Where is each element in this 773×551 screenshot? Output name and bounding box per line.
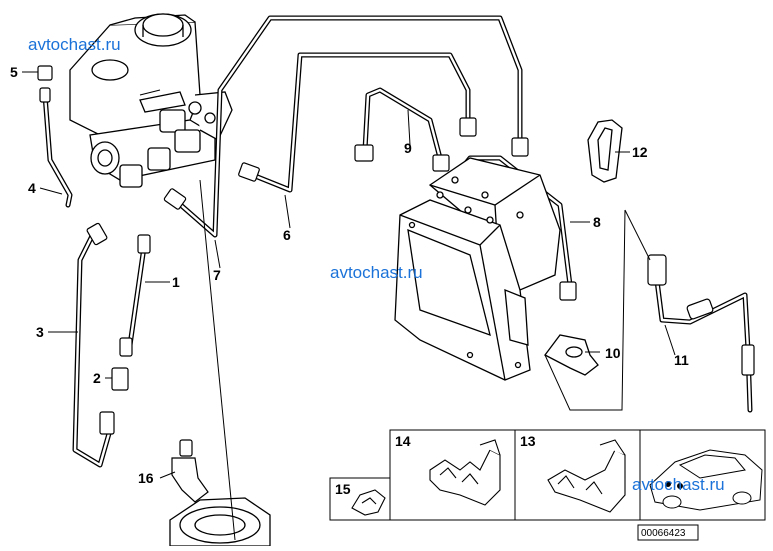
diagram-number: 00066423: [641, 528, 686, 539]
callout-3: 3: [36, 324, 44, 340]
callout-10: 10: [605, 345, 621, 361]
grommet: [587, 119, 623, 183]
master-cylinder: [69, 13, 233, 188]
panel-labels: 14 13 15 00066423: [335, 433, 686, 539]
callout-11: 11: [674, 352, 689, 368]
clip-14: [429, 439, 501, 506]
clip-13: [547, 439, 626, 513]
bracket: [544, 334, 599, 376]
flex-hose: [647, 254, 755, 413]
abs-unit: [394, 157, 561, 381]
callout-2: 2: [93, 370, 101, 386]
callouts: 5 4 1 3 2 16 6 7 9 8 12 10 11: [10, 64, 689, 486]
watermarks: avtochast.ru avtochast.ru avtochast.ru: [28, 35, 725, 494]
left-fittings: [37, 65, 209, 503]
callout-14: 14: [395, 433, 411, 449]
callout-5: 5: [10, 64, 18, 80]
clip-15: [351, 489, 386, 516]
callout-13: 13: [520, 433, 536, 449]
watermark-top: avtochast.ru: [28, 35, 121, 54]
callout-6: 6: [283, 227, 291, 243]
watermark-bottom: avtochast.ru: [632, 475, 725, 494]
callout-8: 8: [593, 214, 601, 230]
watermark-middle: avtochast.ru: [330, 263, 423, 282]
leader-lines: [22, 71, 676, 541]
master-cylinder-text: [139, 89, 161, 96]
car-silhouette: [649, 449, 763, 511]
left-hoses-inner: [43, 93, 147, 467]
callout-9: 9: [404, 140, 412, 156]
brake-booster: [169, 497, 271, 547]
callout-12: 12: [632, 144, 648, 160]
callout-7: 7: [213, 267, 221, 283]
callout-1: 1: [172, 274, 180, 290]
callout-16: 16: [138, 470, 154, 486]
callout-4: 4: [28, 180, 36, 196]
callout-15: 15: [335, 481, 351, 497]
